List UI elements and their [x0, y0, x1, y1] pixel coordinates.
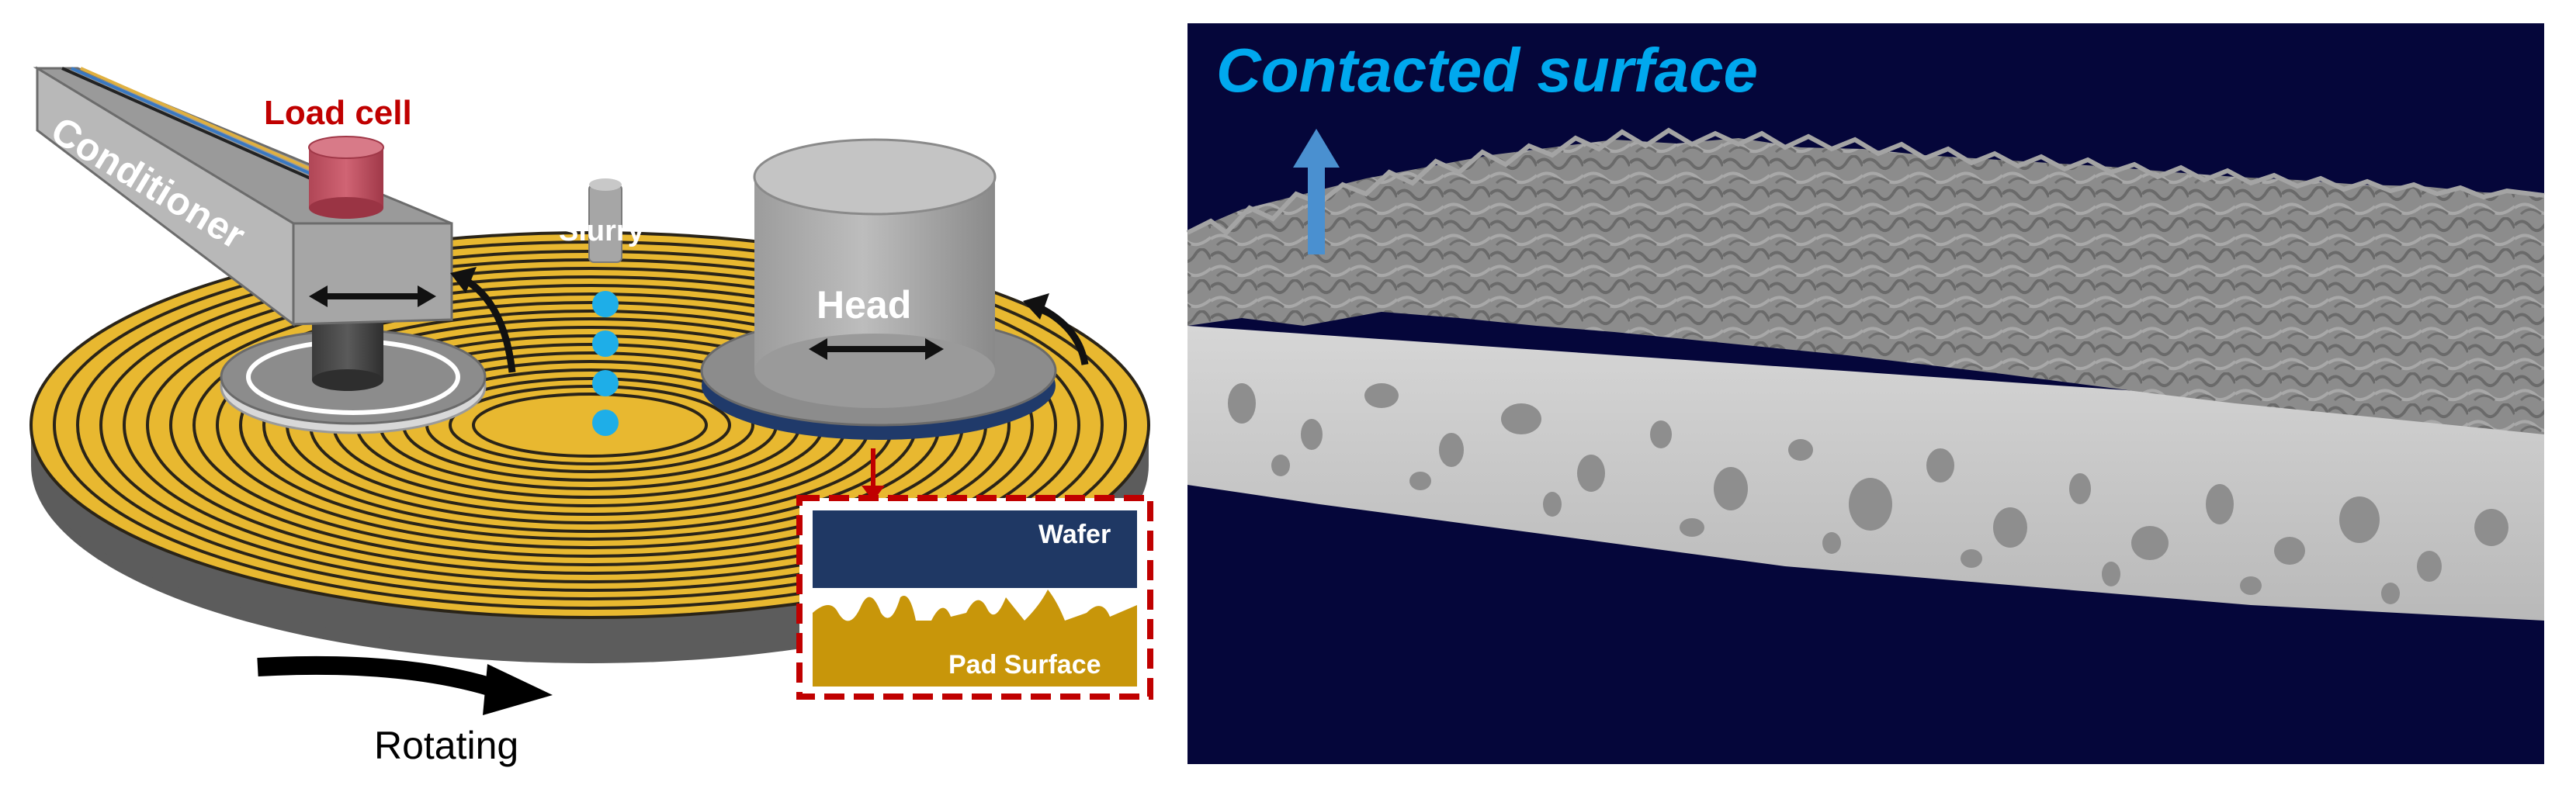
inset-pointer-head-icon: [862, 486, 885, 501]
slurry-drops: [592, 291, 619, 436]
rough-surface-layer: [1187, 138, 2544, 434]
slurry-label: Slurry: [559, 215, 644, 247]
pad-pores: [1228, 383, 2508, 604]
up-arrow-icon: [1293, 129, 1340, 254]
arm-end: [292, 222, 453, 326]
contacted-surface-panel: Contacted surface: [1186, 23, 2545, 764]
rotation-arrowhead-icon: [450, 267, 477, 293]
rotating-arrowhead-icon: [483, 664, 553, 715]
rotating-label: Rotating: [374, 724, 518, 767]
load-cell: [308, 136, 384, 219]
pad-surface-label: Pad Surface: [948, 650, 1101, 680]
wafer-label: Wafer: [1038, 520, 1111, 549]
slurry-nozzle: [588, 178, 622, 263]
inset-box: [796, 495, 1153, 700]
polishing-head: [700, 138, 1057, 440]
surface-ridges: [1186, 127, 2545, 237]
head-label: Head: [816, 283, 911, 327]
cmp-diagram: Load cell Conditioner Slurry: [29, 66, 1153, 767]
head-rotation-arrowhead-icon: [1023, 293, 1049, 320]
head-rotation-arrow-icon: [1034, 302, 1089, 365]
rotating-arrow-icon: [257, 655, 500, 698]
rotation-arrow-icon: [462, 276, 516, 373]
double-arrow-icon: [309, 285, 436, 307]
wafer-layer: [813, 510, 1137, 588]
load-cell-label: Load cell: [264, 94, 412, 132]
conditioner-disk: [220, 318, 487, 434]
panel-title: Contacted surface: [1216, 36, 1758, 105]
pad-surface-layer: [813, 590, 1137, 687]
head-double-arrow-icon: [809, 338, 944, 360]
